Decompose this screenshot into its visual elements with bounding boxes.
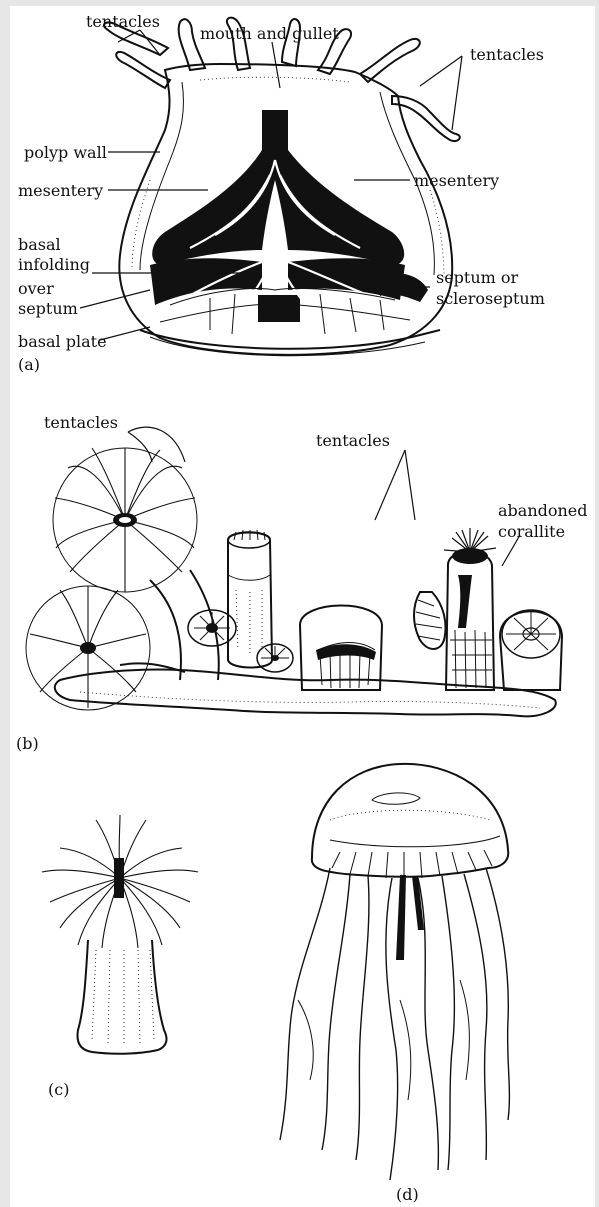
abandoned-corallite (500, 610, 562, 690)
anemone-column (78, 940, 167, 1054)
label-basal-plate: basal plate (18, 332, 107, 351)
figure-b-colony (26, 448, 562, 716)
label-mesentery-left: mesentery (18, 181, 103, 200)
middle-corallite (300, 605, 382, 690)
panel-label-c: (c) (48, 1080, 69, 1099)
label-polyp-wall: polyp wall (24, 143, 107, 162)
panel-label-a: (a) (18, 355, 40, 374)
label-septum-2: scleroseptum (436, 289, 545, 308)
jellyfish-bell (312, 764, 508, 877)
label-tentacles-b-mid: tentacles (316, 431, 390, 450)
retracted-polyp-1 (188, 610, 236, 646)
label-septum-1: septum or (436, 268, 519, 287)
label-abandoned-1: abandoned (498, 501, 588, 520)
label-mesentery-right: mesentery (414, 171, 499, 190)
colony-base (55, 669, 556, 716)
tall-corallite (444, 528, 496, 690)
panel-label-b: (b) (16, 734, 39, 753)
label-tentacles-a-left: tentacles (86, 12, 160, 31)
expanded-polyp-upper (53, 448, 197, 592)
label-abandoned-2: corallite (498, 522, 565, 541)
figure-d-jellyfish (280, 764, 509, 1180)
jellyfish-tentacles (280, 868, 509, 1180)
label-basal-infolding-3: over (18, 279, 54, 298)
label-basal-infolding-4: septum (18, 299, 78, 318)
gullet (262, 110, 288, 152)
expanded-polyp-lower (26, 586, 150, 710)
label-mouth-gullet: mouth and gullet (200, 24, 339, 43)
anemone-mouth (114, 858, 124, 898)
label-basal-infolding-2: infolding (18, 255, 90, 274)
retracted-polyp-2 (257, 644, 293, 672)
label-tentacles-b-left: tentacles (44, 413, 118, 432)
label-basal-infolding-1: basal (18, 235, 61, 254)
leaning-polyp (414, 592, 446, 649)
figure-c-anemone (42, 815, 198, 1054)
panel-label-d: (d) (396, 1185, 419, 1204)
figure-a-polyp (104, 18, 460, 356)
label-tentacles-a-right: tentacles (470, 45, 544, 64)
